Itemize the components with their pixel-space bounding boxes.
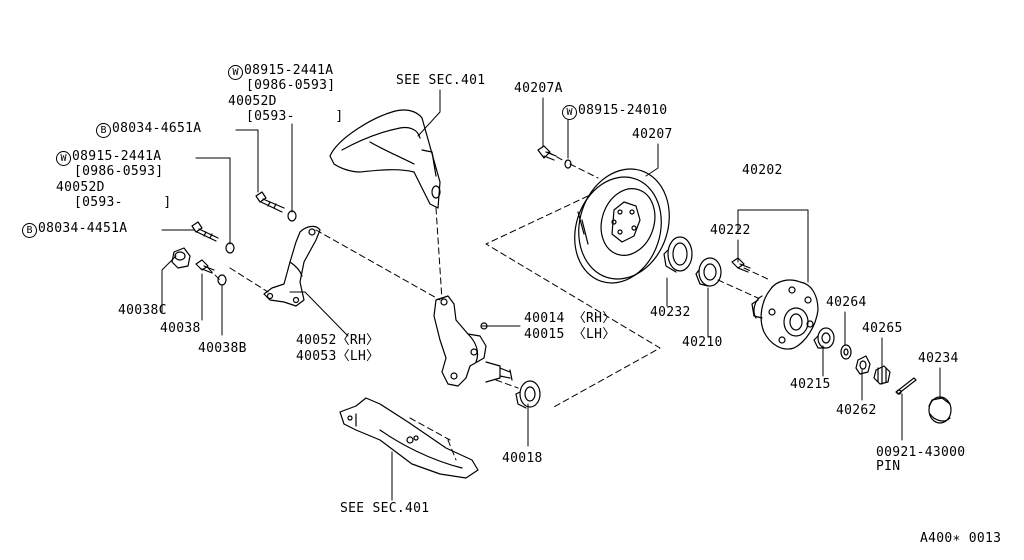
label-40210: 40210 xyxy=(682,335,723,350)
upper-arm-part xyxy=(329,109,441,209)
label-40018: 40018 xyxy=(502,451,543,466)
wheel-hub-part xyxy=(751,279,819,350)
label-40234: 40234 xyxy=(918,351,959,366)
left-hardware xyxy=(171,191,297,286)
label-40207a: 40207A xyxy=(514,81,563,96)
label-40232: 40232 xyxy=(650,305,691,320)
label-40015-lh: 40015 〈LH〉 xyxy=(524,327,616,342)
label-40038c: 40038C xyxy=(118,303,167,318)
w-symbol-icon: W xyxy=(56,151,71,166)
label-see-sec-401-top: SEE SEC.401 xyxy=(396,73,486,88)
label-see-sec-401-bottom: SEE SEC.401 xyxy=(340,501,430,516)
label-40202: 40202 xyxy=(742,163,783,178)
label-range-0986-0593-top: [0986-0593] xyxy=(246,78,336,93)
leader-lines xyxy=(161,89,941,501)
hub-stud-part xyxy=(731,257,751,273)
label-40053-lh: 40053〈LH〉 xyxy=(296,349,380,364)
diagram-code: A400∗ 0013 xyxy=(920,531,1002,546)
label-range-0593-top: [0593- ] xyxy=(246,109,344,124)
label-40222: 40222 xyxy=(710,223,751,238)
lock-cap-40265-part xyxy=(873,365,891,385)
label-40052d-left: 40052D xyxy=(56,180,105,195)
label-40215: 40215 xyxy=(790,377,831,392)
label-40262: 40262 xyxy=(836,403,877,418)
seal-40018-part xyxy=(515,380,541,409)
nut-40262-part xyxy=(855,355,871,375)
washer-40264-part xyxy=(840,344,852,360)
label-40014-rh: 40014 〈RH〉 xyxy=(524,311,616,326)
cotter-pin-part xyxy=(895,377,917,395)
label-pin: PIN xyxy=(876,459,901,474)
w-symbol-icon: W xyxy=(562,105,577,120)
brake-disc-part xyxy=(574,168,670,284)
label-40038: 40038 xyxy=(160,321,201,336)
label-range-0593-left: [0593- ] xyxy=(74,195,172,210)
b-symbol-icon: B xyxy=(22,223,37,238)
b-symbol-icon: B xyxy=(96,123,111,138)
bearing-40210-part xyxy=(695,257,722,287)
label-40038b: 40038B xyxy=(198,341,247,356)
bearing-40215-part xyxy=(813,327,835,349)
label-range-0986-0593-left: [0986-0593] xyxy=(74,164,164,179)
label-40207: 40207 xyxy=(632,127,673,142)
label-00921-43000: 00921-43000 xyxy=(876,445,966,460)
label-40265: 40265 xyxy=(862,321,903,336)
w-symbol-icon: W xyxy=(228,65,243,80)
bracket-40052-part xyxy=(263,225,321,307)
label-40052-rh: 40052〈RH〉 xyxy=(296,333,380,348)
bearing-40232-part xyxy=(663,236,693,273)
grease-cap-40234-part xyxy=(928,396,952,424)
label-40052d-top: 40052D xyxy=(228,94,277,109)
lower-arm-part xyxy=(339,397,479,479)
disc-bolt-part xyxy=(537,145,572,169)
label-40264: 40264 xyxy=(826,295,867,310)
steering-knuckle-part xyxy=(433,295,513,387)
